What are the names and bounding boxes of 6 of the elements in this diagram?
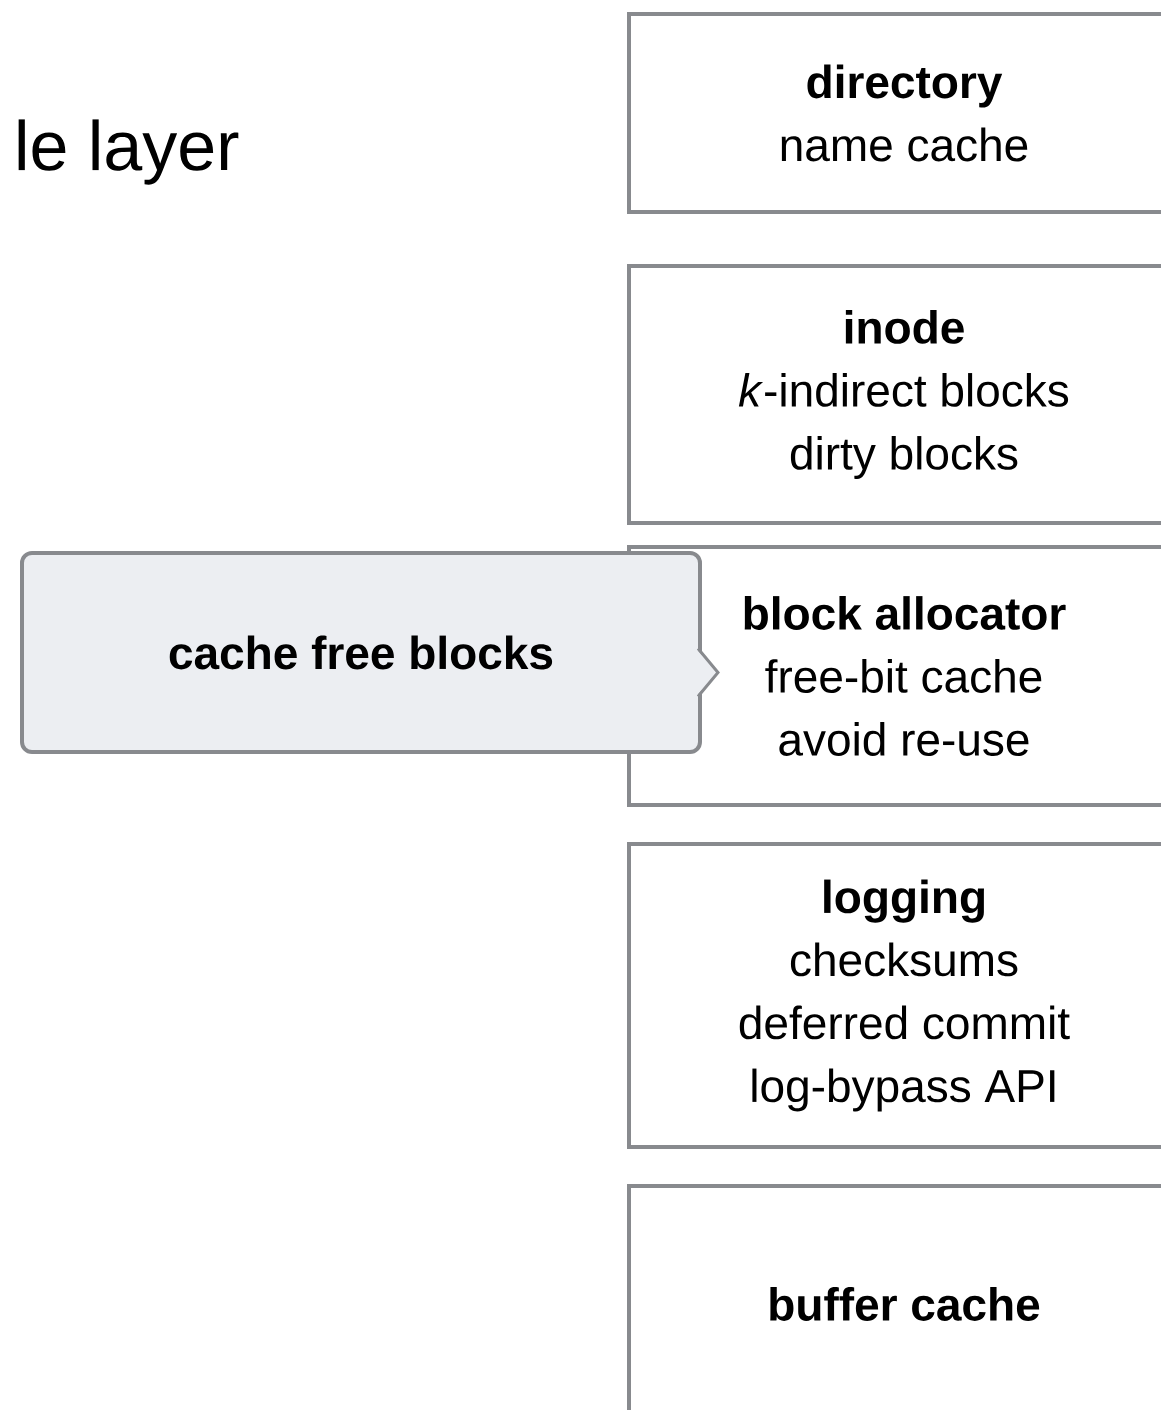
component-box: inode k-indirect blocks dirty blocks	[627, 264, 1161, 525]
component-box: logging checksums deferred commit log-bypass API	[627, 842, 1161, 1149]
callout-box: cache free blocks	[20, 551, 720, 754]
title: le layer	[18, 119, 239, 185]
component-box: directory name cache	[627, 12, 1161, 214]
component-box: buffer cache	[627, 1184, 1161, 1410]
